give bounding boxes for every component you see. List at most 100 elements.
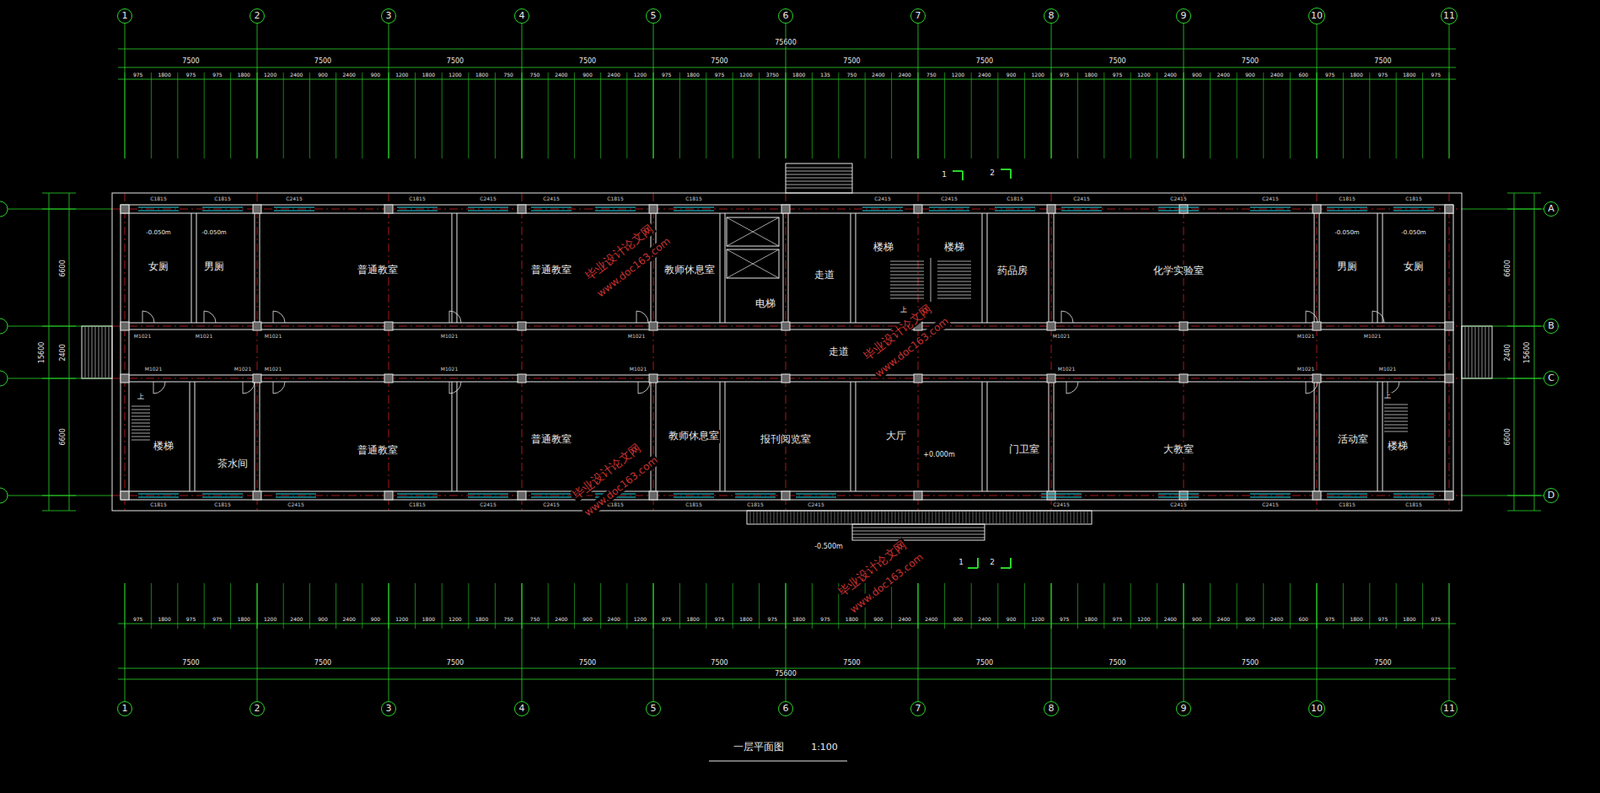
column: [781, 374, 790, 383]
room-label: 教师休息室: [663, 263, 716, 277]
apron-hatch: [1067, 511, 1069, 524]
step-line: [852, 537, 985, 539]
detail-dimension: 1200: [633, 617, 648, 623]
detail-dimension: 2400: [289, 72, 304, 79]
apron-hatch: [895, 511, 897, 524]
step-line: [1485, 327, 1487, 378]
window: [1158, 493, 1199, 495]
door-code: M1021: [1052, 333, 1071, 340]
apron-hatch: [851, 511, 853, 524]
dimension-tick: [441, 583, 443, 629]
dimension-tick: [1289, 583, 1291, 629]
window: [1158, 207, 1199, 209]
dimension-tick: [997, 72, 999, 159]
apron-hatch: [817, 511, 819, 524]
axis-extension: [653, 23, 655, 159]
detail-dimension: 1200: [1030, 617, 1046, 623]
detail-dimension: 900: [370, 72, 382, 79]
window: [531, 497, 572, 499]
column: [517, 491, 527, 500]
detail-dimension: 2400: [923, 617, 939, 623]
dimension-tick: [467, 583, 469, 629]
section-number: 1: [940, 171, 948, 180]
detail-dimension: 1800: [1083, 617, 1098, 623]
window-code: C2415: [542, 502, 560, 509]
step-line: [785, 171, 853, 172]
axis-bubble: C: [1543, 370, 1559, 387]
apron-hatch: [763, 511, 765, 524]
wall-line: [1453, 204, 1455, 500]
dimension-tick: [42, 209, 76, 210]
detail-dimension: 1800: [685, 617, 700, 623]
axis-line: [918, 193, 919, 511]
step-line: [785, 184, 853, 186]
apron-hatch: [837, 511, 839, 524]
detail-dimension: 2400: [606, 72, 622, 79]
bay-dimension: 7500: [1240, 58, 1260, 66]
detail-dimension: 975: [211, 72, 223, 79]
apron-hatch: [1077, 511, 1079, 524]
elevation-mark: -0.050m: [144, 230, 172, 237]
dimension-tick: [257, 72, 258, 159]
apron-hatch: [861, 511, 863, 524]
room-name: 楼梯: [944, 241, 965, 253]
axis-number: 6: [783, 10, 790, 22]
bay-dimension: 7500: [842, 660, 861, 668]
axis-bubble: 4: [514, 701, 530, 717]
dimension-tick: [732, 72, 734, 159]
room-label: 走道: [813, 268, 836, 282]
apron-hatch: [1046, 511, 1048, 524]
dimension-tick: [257, 72, 258, 159]
step-line: [785, 177, 853, 179]
dimension-tick: [1103, 72, 1105, 159]
elevation-mark: -0.050m: [200, 230, 227, 237]
apron-hatch: [1036, 511, 1038, 524]
room-label: 大厅: [885, 429, 908, 443]
step-line: [98, 327, 100, 378]
door-leaf: [1066, 381, 1068, 394]
apron-hatch: [949, 511, 951, 524]
detail-dimension: 1800: [236, 72, 252, 79]
apron-hatch: [770, 511, 772, 524]
step-line: [1475, 327, 1477, 378]
stair-tread: [937, 264, 972, 266]
window: [275, 493, 317, 495]
apron-hatch: [925, 511, 927, 524]
dimension-tick: [918, 72, 919, 159]
window: [1326, 493, 1368, 495]
stair-tread: [131, 409, 151, 411]
detail-dimension: 1800: [738, 617, 753, 623]
door-swing: [242, 381, 255, 394]
apron-hatch: [969, 511, 971, 524]
column: [649, 374, 658, 383]
detail-dimension: 750: [529, 617, 541, 623]
apron-hatch: [881, 511, 883, 524]
window-code: C1815: [408, 502, 426, 509]
dimension-tick: [1156, 583, 1158, 629]
door-code: M1021: [1296, 366, 1316, 373]
room-label: 普通教室: [356, 263, 399, 277]
axis-bubble: 7: [910, 701, 926, 717]
dimension-tick: [388, 583, 390, 629]
drawing-title: 一层平面图: [733, 741, 784, 753]
apron-hatch: [814, 511, 816, 524]
axis-extension: [388, 583, 390, 702]
column: [649, 491, 658, 500]
apron-hatch: [783, 511, 785, 524]
section-mark: [977, 558, 979, 569]
detail-dimension: 2400: [1216, 617, 1231, 623]
axis-bubble: 5: [645, 8, 661, 24]
stair-tread: [937, 298, 972, 300]
window-code: C1815: [213, 196, 231, 203]
door-leaf: [273, 381, 274, 394]
detail-dimension: 975: [767, 617, 779, 623]
entrance-steps: [852, 524, 985, 541]
room-label: 男厕: [1336, 260, 1359, 274]
column: [1444, 491, 1454, 500]
detail-dimension: 1200: [950, 72, 966, 79]
step-line: [105, 327, 107, 378]
stair-tread: [1384, 424, 1408, 426]
bay-dimension: 7500: [1240, 660, 1260, 668]
axis-bubble: [0, 318, 8, 334]
